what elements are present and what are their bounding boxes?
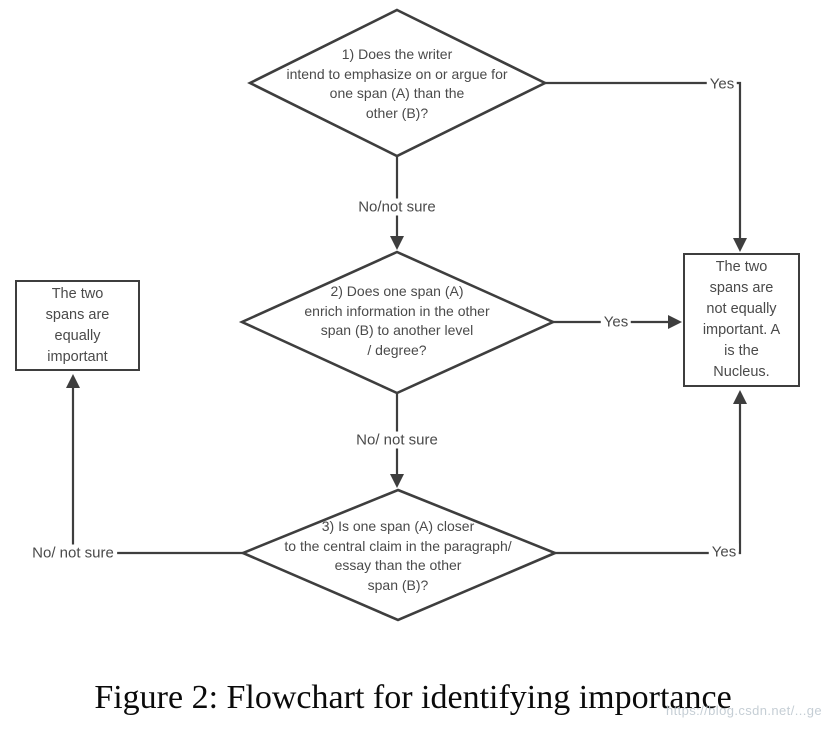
edge-d1-yes-line — [545, 81, 742, 246]
flowchart-shapes — [238, 8, 559, 622]
outcome-equal-box: The two spans are equally important — [15, 280, 140, 371]
arrowhead-d1-no — [390, 236, 404, 250]
watermark-text: https://blog.csdn.net/...ge — [665, 703, 822, 718]
outcome-equal-text: The two spans are equally important — [45, 285, 110, 365]
outcome-nucleus-text: The two spans are not equally important.… — [702, 259, 781, 380]
decision-3-diamond — [239, 488, 559, 622]
edge-d3-yes-line — [555, 395, 742, 555]
figure-caption: Figure 2: Flowchart for identifying impo… — [94, 679, 732, 716]
edge-label-d2-yes: Yes — [600, 313, 632, 331]
decision-2-text: 2) Does one span (A) enrich information … — [304, 283, 490, 358]
decision-2-diamond — [238, 250, 557, 395]
edge-label-d2-no: No/ not sure — [353, 431, 441, 449]
edge-label-d3-yes: Yes — [708, 543, 740, 561]
arrowhead-d3-yes — [733, 390, 747, 404]
outcome-nucleus-box: The two spans are not equally important.… — [683, 253, 800, 387]
edge-label-d1-yes: Yes — [706, 75, 738, 93]
arrowhead-d2-yes — [668, 315, 682, 329]
arrowhead-d3-no — [66, 374, 80, 388]
decision-1-diamond — [247, 8, 548, 158]
arrowhead-d2-no — [390, 474, 404, 488]
edge-label-d1-no: No/not sure — [355, 198, 439, 216]
arrowhead-d1-yes — [733, 238, 747, 252]
decision-1-text: 1) Does the writer intend to emphasize o… — [286, 46, 508, 121]
edge-d3-no-line — [71, 380, 243, 555]
decision-3-text: 3) Is one span (A) closer to the central… — [284, 518, 512, 593]
edge-label-d3-no: No/ not sure — [29, 544, 117, 562]
